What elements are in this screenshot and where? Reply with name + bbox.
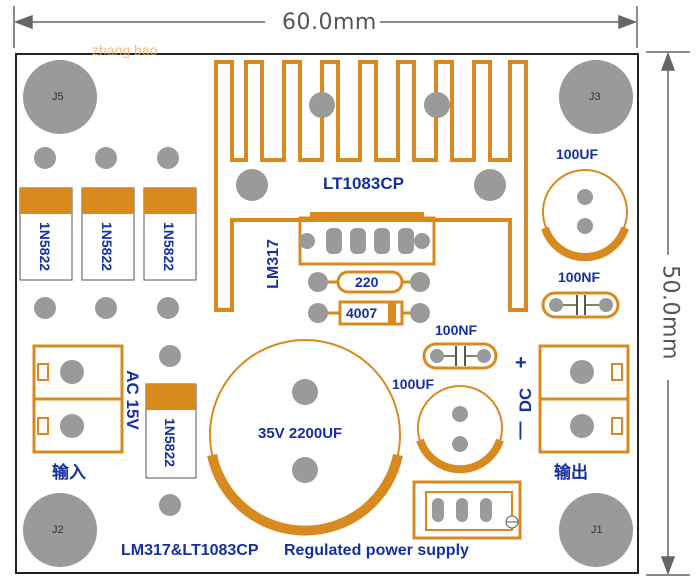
cap-100nf-top [541,291,620,319]
hole-label-j2: J2 [52,524,64,536]
cap-100nf-top-label: 100NF [558,269,601,285]
hole-label-j3: J3 [589,91,601,103]
diode-4007-label: 4007 [346,305,378,321]
output-dc-label: DC [516,387,535,413]
lm317-label: LM317 [265,239,282,289]
diodes-1n5822-row [19,147,197,319]
lm317-footprint [298,212,436,266]
resistor-label: 220 [355,274,379,290]
mount-holes [23,60,633,567]
width-dimension [13,6,638,48]
hole-label-j5: J5 [52,91,64,103]
cap-100uf-mid-label: 100UF [392,376,435,392]
input-cn-label: 输入 [52,463,86,483]
diode-4007 [308,300,430,326]
output-minus-label: — [511,421,532,440]
input-ac-label: AC 15V [123,370,142,430]
diode-4-label: 1N5822 [162,418,178,468]
cap-2200uf-label: 35V 2200UF [258,425,343,442]
hole-label-j1: J1 [591,524,603,536]
cap-100uf-top [541,169,629,262]
width-label: 60.0mm [282,10,377,35]
output-plus-label: + [515,352,527,374]
watermark: zhang bao [92,42,158,58]
cap-100uf-mid [416,385,504,474]
cap-100nf-mid-label: 100NF [435,322,478,338]
cap-100uf-top-label: 100UF [556,146,599,162]
footer-title: Regulated power supply [284,542,469,559]
height-label: 50.0mm [657,265,683,360]
resistor-220 [308,270,430,294]
output-terminal [538,344,630,454]
heatsink-outline [214,60,528,312]
diode-3-label: 1N5822 [161,222,177,272]
diode-1n5822-bottom [145,345,197,516]
trimmer-header [412,480,522,540]
cap-2200uf [207,339,403,536]
footer-model: LM317&LT1083CP [121,542,259,559]
cap-100nf-mid [422,342,498,370]
diode-2-label: 1N5822 [99,222,115,272]
input-terminal [32,344,124,454]
lt1083-label: LT1083CP [323,174,404,193]
output-cn-label: 输出 [554,463,588,483]
diode-1-label: 1N5822 [37,222,53,272]
height-dimension [646,51,690,576]
